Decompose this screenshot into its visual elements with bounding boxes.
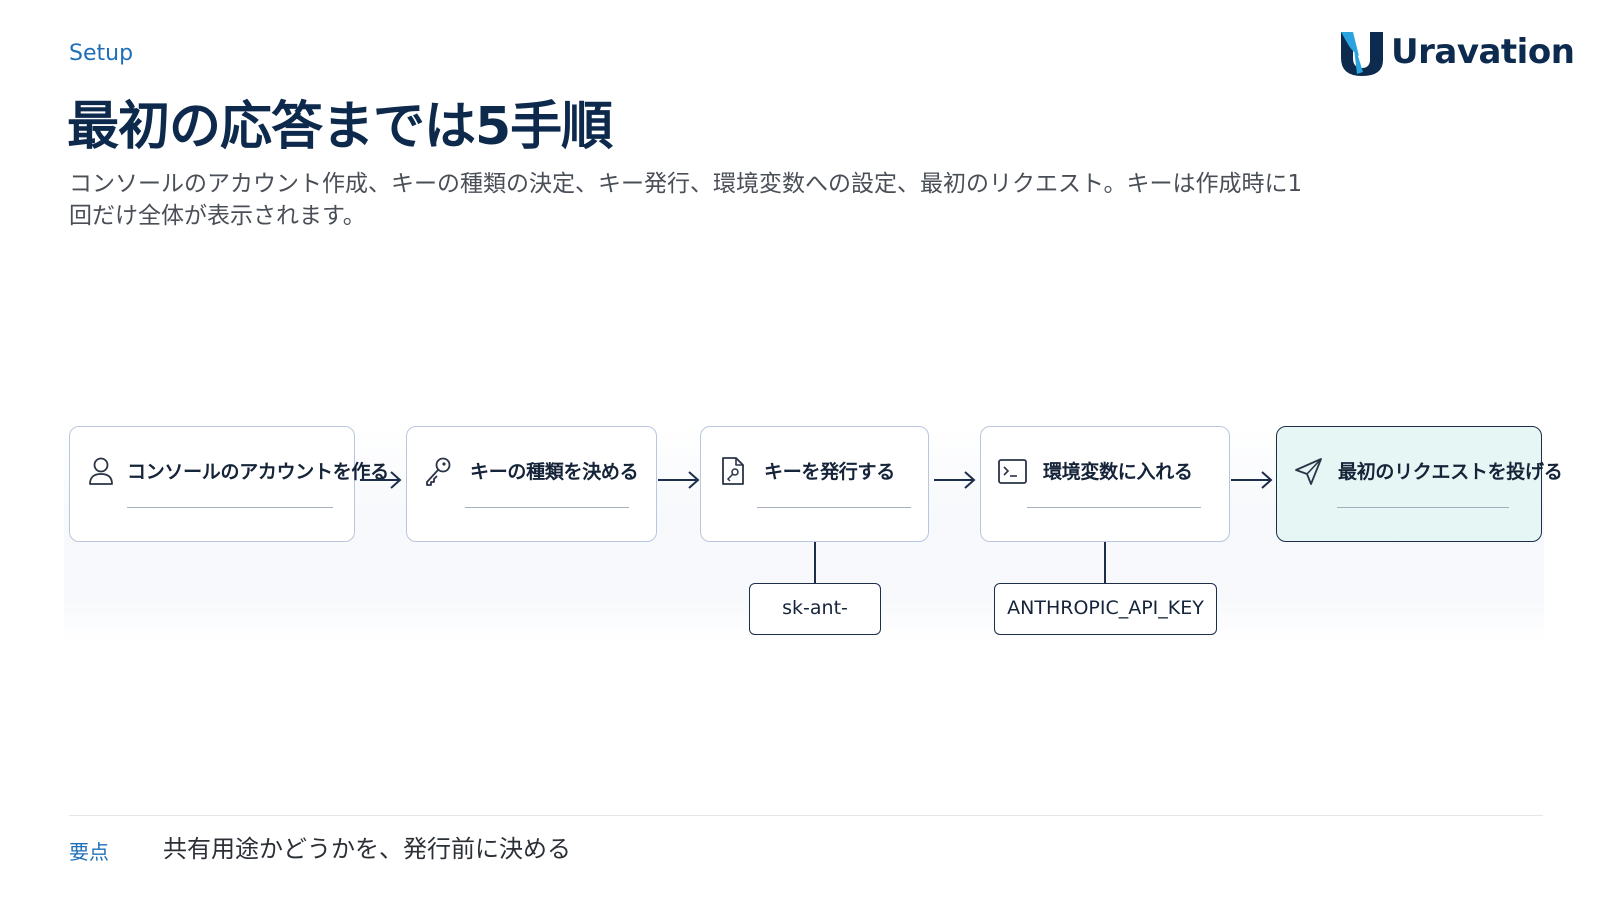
step-set-env-var: 環境変数に入れる [980,426,1230,542]
step-label: キーの種類を決める [470,461,639,483]
step-underline [757,507,911,508]
step-label: キーを発行する [764,461,895,483]
step-issue-key: キーを発行する [700,426,929,542]
step-underline [127,507,333,508]
step-first-request: 最初のリクエストを投げる [1276,426,1563,542]
uravation-logo-icon [1341,32,1383,76]
footer-divider [69,815,1543,816]
step-label: コンソールのアカウントを作る [127,461,389,483]
key-icon [426,457,451,486]
step-label: 最初のリクエストを投げる [1338,461,1563,483]
arrow-icon [934,471,976,489]
key-point-label: 要点 [69,840,109,864]
step-create-account: コンソールのアカウントを作る [69,426,389,542]
arrow-icon [360,471,402,489]
arrow-icon [658,471,700,489]
step-underline [1337,507,1509,508]
step-label: 環境変数に入れる [1043,461,1193,483]
key-prefix-tag: sk-ant- [749,583,881,635]
send-icon [1295,458,1322,485]
page-subtitle: コンソールのアカウント作成、キーの種類の決定、キー発行、環境変数への設定、最初の… [69,171,1303,229]
step-underline [1027,507,1201,508]
env-var-tag: ANTHROPIC_API_KEY [994,583,1217,635]
brand-logo: Uravation [1337,28,1575,78]
page-title: 最初の応答までは5手順 [67,97,613,157]
key-document-icon [722,457,744,485]
key-point-text: 共有用途かどうかを、発行前に決める [163,835,571,863]
step-underline [465,507,629,508]
connector-line [814,542,816,583]
arrow-icon [1231,471,1273,489]
terminal-icon [998,459,1027,484]
user-icon [89,457,113,485]
connector-line [1104,542,1106,583]
section-eyebrow: Setup [69,41,134,66]
step-choose-key-type: キーの種類を決める [406,426,657,542]
logo-text: Uravation [1391,32,1575,72]
